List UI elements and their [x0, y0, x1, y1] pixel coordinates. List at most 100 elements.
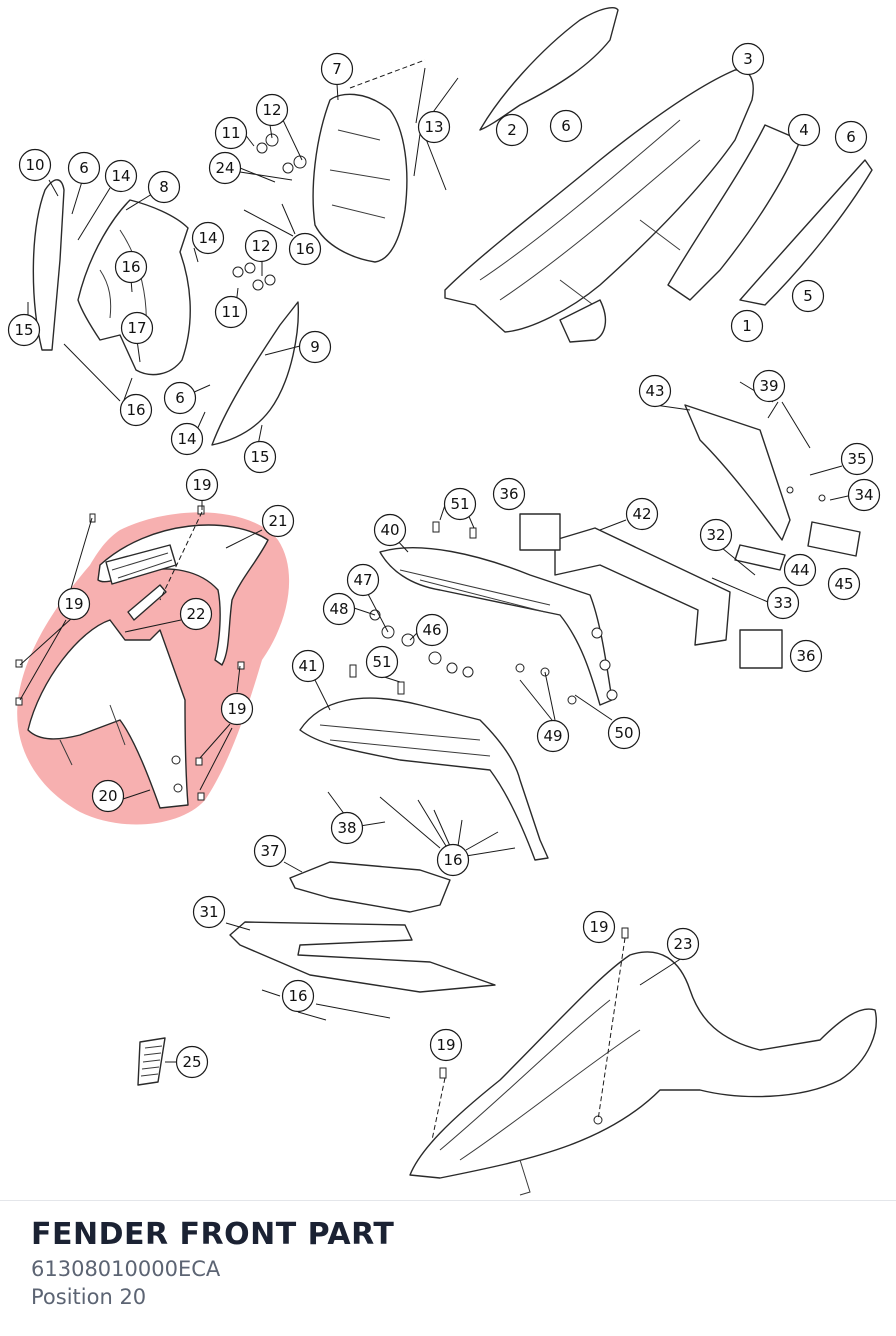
callout-15[interactable]: 15	[7, 313, 41, 347]
svg-text:39: 39	[759, 377, 778, 395]
callout-49[interactable]: 49	[536, 719, 570, 753]
lower-bracket	[299, 697, 549, 861]
svg-text:41: 41	[298, 657, 317, 675]
svg-text:12: 12	[262, 101, 281, 119]
callout-33[interactable]: 33	[766, 586, 800, 620]
callout-13[interactable]: 13	[417, 110, 451, 144]
callout-32[interactable]: 32	[699, 518, 733, 552]
callout-37[interactable]: 37	[253, 834, 287, 868]
callout-19[interactable]: 19	[429, 1028, 463, 1062]
svg-text:25: 25	[182, 1053, 201, 1071]
callout-17[interactable]: 17	[120, 311, 154, 345]
callout-2[interactable]: 2	[495, 113, 529, 147]
callout-44[interactable]: 44	[783, 553, 817, 587]
callout-12[interactable]: 12	[255, 93, 289, 127]
svg-text:6: 6	[846, 128, 856, 146]
callout-43[interactable]: 43	[638, 374, 672, 408]
front-fender-assembly[interactable]	[27, 524, 269, 809]
callout-3[interactable]: 3	[731, 42, 765, 76]
callout-40[interactable]: 40	[373, 513, 407, 547]
callout-12[interactable]: 12	[244, 229, 278, 263]
callouts: 10 6 14 8 14 16 15 17 16 7 11 12 24 16 1…	[7, 42, 881, 1079]
leader-lines	[19, 67, 849, 1063]
callout-34[interactable]: 34	[847, 478, 881, 512]
svg-text:20: 20	[98, 787, 117, 805]
callout-4[interactable]: 4	[787, 113, 821, 147]
callout-10[interactable]: 10	[18, 148, 52, 182]
callout-14[interactable]: 14	[170, 422, 204, 456]
callout-46[interactable]: 46	[415, 613, 449, 647]
svg-text:5: 5	[803, 287, 813, 305]
callout-20[interactable]: 20	[91, 779, 125, 813]
svg-text:16: 16	[121, 258, 140, 276]
pad-upper	[519, 513, 561, 551]
callout-8[interactable]: 8	[147, 170, 181, 204]
callout-23[interactable]: 23	[666, 927, 700, 961]
callout-51[interactable]: 51	[365, 645, 399, 679]
callout-19[interactable]: 19	[57, 587, 91, 621]
callout-47[interactable]: 47	[346, 563, 380, 597]
callout-9[interactable]: 9	[298, 330, 332, 364]
callout-11[interactable]: 11	[214, 295, 248, 329]
callout-16[interactable]: 16	[114, 250, 148, 284]
callout-48[interactable]: 48	[322, 592, 356, 626]
callout-11[interactable]: 11	[214, 116, 248, 150]
callout-38[interactable]: 38	[330, 811, 364, 845]
callout-6[interactable]: 6	[163, 381, 197, 415]
callout-14[interactable]: 14	[191, 221, 225, 255]
svg-text:16: 16	[443, 851, 462, 869]
callout-16[interactable]: 16	[288, 232, 322, 266]
callout-16[interactable]: 16	[436, 843, 470, 877]
svg-text:12: 12	[251, 237, 270, 255]
exploded-parts-diagram: 10 6 14 8 14 16 15 17 16 7 11 12 24 16 1…	[7, 7, 881, 1196]
svg-text:44: 44	[790, 561, 809, 579]
callout-14[interactable]: 14	[104, 159, 138, 193]
part-position: Position 20	[31, 1285, 147, 1309]
svg-text:14: 14	[198, 229, 217, 247]
callout-16[interactable]: 16	[119, 393, 153, 427]
diagram-canvas: 10 6 14 8 14 16 15 17 16 7 11 12 24 16 1…	[7, 7, 881, 1196]
svg-text:16: 16	[295, 240, 314, 258]
callout-6[interactable]: 6	[549, 109, 583, 143]
callout-19[interactable]: 19	[220, 692, 254, 726]
svg-text:47: 47	[353, 571, 372, 589]
svg-text:38: 38	[337, 819, 356, 837]
callout-45[interactable]: 45	[827, 567, 861, 601]
svg-text:51: 51	[450, 495, 469, 513]
callout-7[interactable]: 7	[320, 52, 354, 86]
callout-25[interactable]: 25	[175, 1045, 209, 1079]
callout-19[interactable]: 19	[582, 910, 616, 944]
svg-text:24: 24	[215, 159, 234, 177]
callout-24[interactable]: 24	[208, 151, 242, 185]
part-title: FENDER FRONT PART	[31, 1217, 395, 1252]
callout-6[interactable]: 6	[834, 120, 868, 154]
callout-42[interactable]: 42	[625, 497, 659, 531]
side-cover	[211, 301, 299, 446]
part-number: 61308010000ECA	[31, 1257, 221, 1281]
license-plate-bracket	[684, 404, 791, 541]
callout-22[interactable]: 22	[179, 597, 213, 631]
svg-text:51: 51	[372, 653, 391, 671]
callout-6[interactable]: 6	[67, 151, 101, 185]
callout-41[interactable]: 41	[291, 649, 325, 683]
callout-31[interactable]: 31	[192, 895, 226, 929]
callout-36[interactable]: 36	[492, 477, 526, 511]
callout-1[interactable]: 1	[730, 309, 764, 343]
callout-16[interactable]: 16	[281, 979, 315, 1013]
svg-text:16: 16	[126, 401, 145, 419]
svg-text:31: 31	[199, 903, 218, 921]
callout-35[interactable]: 35	[840, 442, 874, 476]
callout-5[interactable]: 5	[791, 279, 825, 313]
callout-36[interactable]: 36	[789, 639, 823, 673]
svg-text:9: 9	[310, 338, 320, 356]
top-panel	[479, 7, 619, 131]
callout-50[interactable]: 50	[607, 716, 641, 750]
callout-51[interactable]: 51	[443, 487, 477, 521]
svg-text:2: 2	[507, 121, 517, 139]
callout-21[interactable]: 21	[261, 504, 295, 538]
part-info-panel: FENDER FRONT PART 61308010000ECA Positio…	[0, 1200, 896, 1336]
callout-15[interactable]: 15	[243, 440, 277, 474]
callout-19[interactable]: 19	[185, 468, 219, 502]
svg-text:6: 6	[79, 159, 89, 177]
callout-39[interactable]: 39	[752, 369, 786, 403]
